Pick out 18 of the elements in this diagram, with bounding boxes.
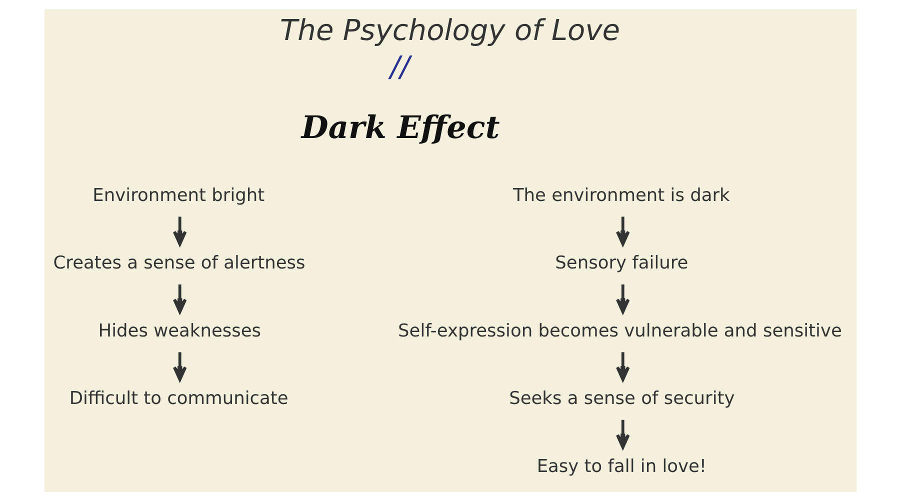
arrow: [172, 284, 186, 313]
node-text: The environment is dark: [512, 185, 730, 206]
node-text: Sensory failure: [554, 253, 688, 274]
node-text: Self-expression becomes vulnerable and sensitive: [398, 320, 842, 341]
node-text: Hides weaknesses: [98, 320, 261, 341]
arrow: [615, 216, 630, 246]
arrow: [172, 216, 186, 246]
label: Dark Effect: [300, 110, 500, 146]
arrow: [172, 352, 186, 381]
node-text: Creates a sense of alertness: [52, 253, 305, 274]
node-text: Difficult to communicate: [68, 388, 288, 409]
node-text: Environment bright: [92, 185, 264, 206]
arrow: [615, 419, 630, 448]
diagram-title: The Psychology of Love: [280, 12, 620, 46]
arrow: [615, 352, 630, 381]
node-text: Easy to fall in love!: [536, 456, 706, 476]
arrow: [615, 284, 630, 313]
node-text: Seeks a sense of security: [508, 388, 734, 409]
